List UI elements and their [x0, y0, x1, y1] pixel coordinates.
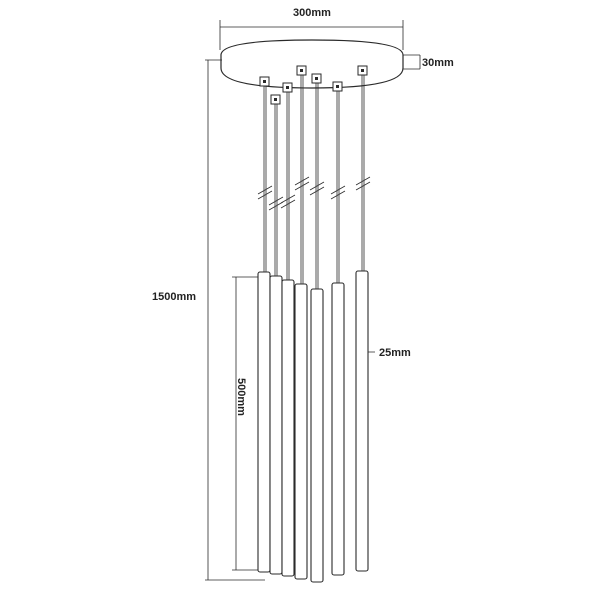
pendant-5-tube: [310, 288, 324, 583]
tube-diameter-label: 25mm: [379, 347, 411, 359]
pendant-2-tube: [269, 275, 283, 575]
pendant-4-tube: [294, 283, 308, 580]
tube-length-dimension: 500mm: [232, 276, 262, 571]
pendant-6-tube: [331, 282, 345, 576]
tube-length-label: 500mm: [235, 378, 247, 416]
pendant-1-tube: [257, 271, 271, 573]
canopy-width-dimension: 300mm: [219, 7, 404, 50]
ceiling-canopy: [220, 39, 404, 89]
overall-drop-dimension: 1500mm: [152, 59, 265, 581]
overall-drop-label: 1500mm: [152, 291, 196, 303]
canopy-width-label: 300mm: [293, 7, 331, 19]
pendant-7: [355, 65, 371, 572]
pendant-3-tube: [281, 279, 295, 577]
pendant-4: [294, 65, 310, 580]
pendant-3: [280, 82, 296, 577]
canopy-height-label: 30mm: [422, 57, 454, 69]
pendant-5: [309, 73, 325, 583]
pendant-6: [330, 81, 346, 576]
pendant-1: [257, 76, 273, 573]
pendant-7-tube: [355, 270, 369, 572]
canopy-height-dimension: 30mm: [403, 54, 454, 70]
pendant-2: [268, 94, 284, 575]
